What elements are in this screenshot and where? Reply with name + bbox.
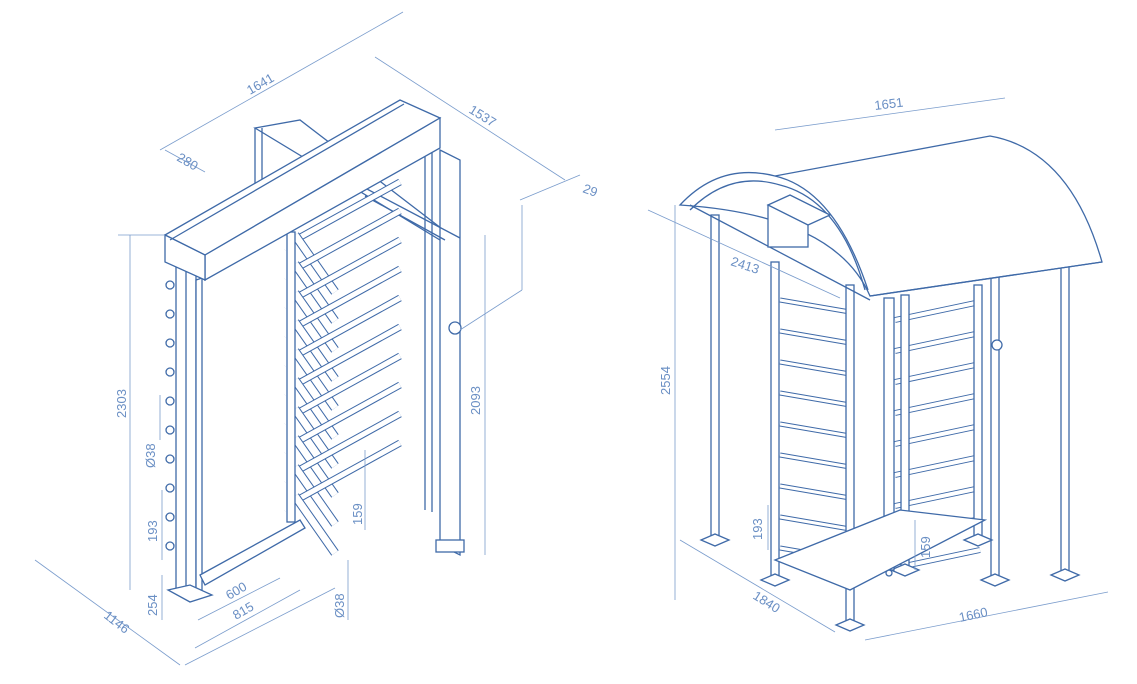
fixed-bar-fill [779,298,851,314]
fixed-bar-fill [779,329,851,345]
dim-bar-pitch: 193 [145,520,160,542]
fixed-bar-fill [195,509,286,553]
bar-end [165,541,175,551]
dim-passage-height: 2093 [468,386,483,415]
canopy-post [770,261,780,581]
bar-end [165,280,175,290]
dim-beam-width: 280 [175,150,201,174]
fixed-bar-fill [195,277,286,321]
dimension-lines [34,11,1109,666]
post-base-plate [834,618,866,632]
post-base-plate [1049,568,1081,582]
canopy-post [973,284,983,541]
rotor-arm-fill [293,411,402,475]
fixed-bar-fill [779,391,851,407]
post-base-plate [699,533,731,547]
fixed-bar-fill [195,480,286,524]
rotor-arm-fill [293,179,402,243]
post-base-plate [962,533,994,547]
rotor-arm-fill [293,440,402,504]
dim-bottom-clearance: 254 [145,594,160,616]
rotor-arm-fill [293,382,402,446]
right-frame-post [439,148,461,557]
dim-tube-diameter-top: Ø38 [143,443,158,468]
lock-icon [448,321,462,335]
bottom-frame [773,509,988,591]
fixed-bar-fill [195,422,286,466]
bar-end [165,425,175,435]
fixed-bar-fill [779,422,851,438]
rotor-arm-fill [293,324,402,388]
fixed-bar-fill [195,335,286,379]
dim-roof-width: 1651 [874,95,905,113]
bar-end [165,454,175,464]
fixed-bar-fill [195,451,286,495]
rotor-arm-fill [293,237,402,301]
dim-total-height-canopy: 2554 [658,366,673,395]
bar-end [165,396,175,406]
top-beam-end [164,233,206,282]
bar-end [165,483,175,493]
rotor-post [286,231,296,523]
fixed-bar-fill [195,248,286,292]
dim-base-width: 1660 [958,604,989,625]
canopy-post [990,274,1000,581]
bar-end [165,367,175,377]
fixed-bar-fill [779,484,851,500]
dim-module-width: 815 [230,599,256,623]
rotor-arm-fill [293,353,402,417]
dim-arm-pitch-canopy: 159 [918,536,933,558]
dim-overall-width: 1146 [101,608,132,637]
dim-total-height: 2303 [114,389,129,418]
dim-base-depth: 1840 [750,588,782,616]
bar-end [165,309,175,319]
post-base-plate [759,573,791,587]
bar-end [165,338,175,348]
dim-offset: 29 [581,181,600,200]
canopy-post [710,214,720,541]
canopy-post [1060,259,1070,576]
fixed-bar-fill [195,364,286,408]
left-base-plate [166,584,214,603]
fixed-bar-fill [779,515,851,531]
dim-roof-depth: 2413 [729,254,761,277]
dim-tube-diameter-bottom: Ø38 [332,593,347,618]
rotor-arm-fill [292,464,338,527]
fixed-bar-fill [195,306,286,350]
right-turnstile-canopy [678,135,1103,632]
inner-frame-post [195,277,203,600]
rotor-arm-fill [293,295,402,359]
bar-end [165,512,175,522]
bottom-rail [199,519,306,586]
fixed-bar-fill [779,360,851,376]
post-base-plate [889,563,921,577]
left-turnstile [163,99,465,603]
dim-depth: 1537 [466,102,498,130]
right-base-plate [435,539,465,553]
dim-passage-width: 600 [223,579,249,603]
post-base-plate [979,573,1011,587]
dim-bar-pitch-canopy: 193 [750,518,765,540]
fixed-bar-fill [779,453,851,469]
lock-icon [991,339,1003,351]
rotor-arm-fill [292,493,338,556]
fixed-bar-fill [195,393,286,437]
rotor-arm-fill [293,266,402,330]
dim-arm-pitch: 159 [350,503,365,525]
rotor-arm-fill [293,208,402,272]
